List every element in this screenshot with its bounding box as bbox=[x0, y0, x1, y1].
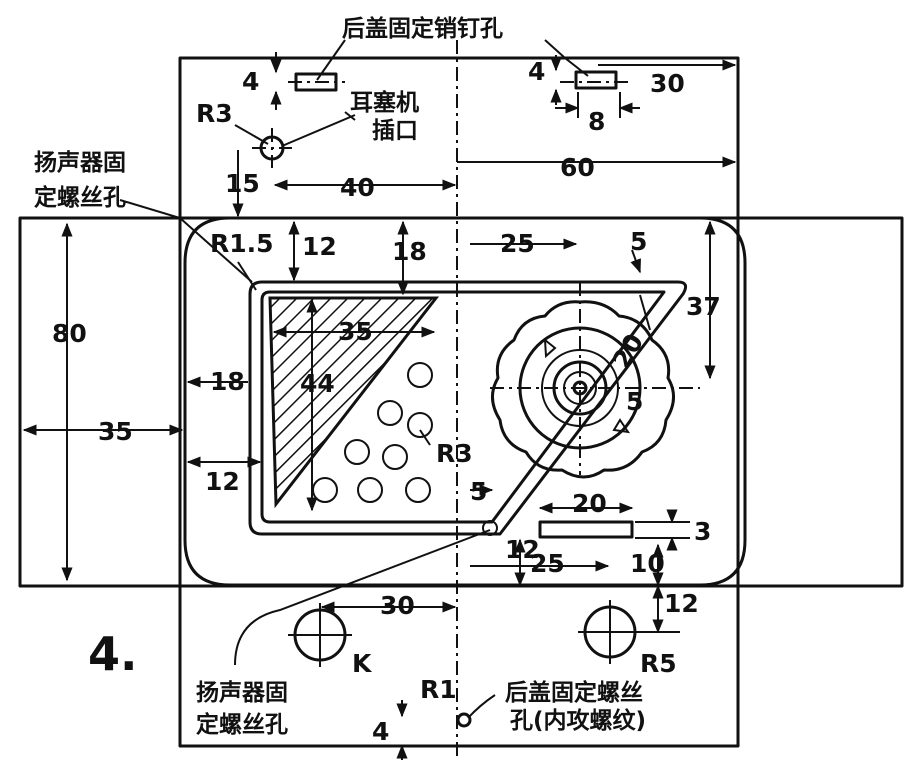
annotation-labels: 后盖固定销钉孔 耳塞机 插口 扬声器固 定螺丝孔 K 扬声器固 定螺丝孔 后盖固… bbox=[34, 15, 646, 738]
dim-5-top: 5 bbox=[630, 227, 647, 256]
label-speaker-holes-top-1: 扬声器固 bbox=[34, 149, 126, 176]
dim-25-bottom: 25 bbox=[530, 549, 565, 578]
dim-r5: R5 bbox=[640, 649, 677, 678]
pin-hole-right bbox=[574, 70, 618, 90]
dim-30-top: 30 bbox=[650, 69, 685, 98]
dim-37: 37 bbox=[686, 292, 721, 321]
sound-hole bbox=[344, 439, 370, 465]
dim-4-bottom: 4 bbox=[372, 717, 389, 746]
dim-18-top: 18 bbox=[392, 237, 427, 266]
back-panel-outline bbox=[178, 56, 740, 748]
leader-lines bbox=[119, 39, 589, 719]
dimension-texts: 4 4 30 8 R3 60 15 40 R1.5 12 18 25 5 37 … bbox=[52, 57, 721, 746]
pin-hole-left bbox=[294, 72, 338, 92]
dim-8: 8 bbox=[588, 107, 605, 136]
speaker-outer-outline bbox=[248, 280, 688, 536]
front-case-outline bbox=[183, 216, 747, 587]
dim-10: 10 bbox=[630, 549, 665, 578]
dim-18-left: 18 bbox=[210, 367, 245, 396]
dim-5-bottom: 5 bbox=[470, 477, 487, 506]
slot bbox=[538, 520, 634, 539]
sound-hole bbox=[382, 444, 408, 470]
sound-hole bbox=[357, 477, 383, 503]
label-earphone-jack-1: 耳塞机 bbox=[350, 89, 419, 116]
sound-holes bbox=[312, 362, 433, 503]
jack-and-pins bbox=[259, 70, 618, 161]
dim-5-knob: 5 bbox=[626, 387, 643, 416]
label-cover-screw-2: 孔(内攻螺纹) bbox=[510, 707, 646, 734]
sound-hole bbox=[377, 400, 403, 426]
dimension-lines bbox=[22, 52, 737, 760]
sound-hole bbox=[312, 477, 338, 503]
dim-30-bottom: 30 bbox=[380, 591, 415, 620]
dim-r15: R1.5 bbox=[210, 229, 274, 258]
dim-20-slot: 20 bbox=[572, 489, 607, 518]
label-cover-screw-1: 后盖固定螺丝 bbox=[505, 679, 643, 706]
panel-outlines bbox=[18, 56, 904, 748]
earphone-jack-hole bbox=[259, 135, 285, 161]
figure-number: 4. bbox=[88, 627, 137, 681]
label-speaker-holes-top-2: 定螺丝孔 bbox=[34, 184, 126, 211]
dim-35-left: 35 bbox=[98, 417, 133, 446]
dim-r3-jack: R3 bbox=[196, 99, 233, 128]
dim-r3-holes: R3 bbox=[436, 439, 473, 468]
dim-4-right: 4 bbox=[528, 57, 545, 86]
sound-hole bbox=[407, 412, 433, 438]
dim-80: 80 bbox=[52, 319, 87, 348]
label-knob-k: K bbox=[352, 649, 373, 678]
knob-scalloped-edge bbox=[491, 300, 675, 479]
tuning-knob bbox=[491, 300, 675, 479]
dim-12-mid: 12 bbox=[505, 535, 540, 564]
dim-25-top: 25 bbox=[500, 229, 535, 258]
dim-12-top: 12 bbox=[302, 232, 337, 261]
sound-hole bbox=[405, 477, 431, 503]
case-wide-outline bbox=[18, 216, 904, 588]
dim-12-right: 12 bbox=[664, 589, 699, 618]
label-speaker-holes-bottom-1: 扬声器固 bbox=[196, 679, 288, 706]
dim-20-knob: 20 bbox=[607, 329, 650, 374]
dim-3: 3 bbox=[694, 517, 711, 546]
dim-35-inner: 35 bbox=[338, 317, 373, 346]
sound-hole bbox=[407, 362, 433, 388]
label-cover-pin-holes: 后盖固定销钉孔 bbox=[342, 15, 503, 42]
speaker-inner-outline bbox=[260, 290, 666, 524]
cover-screw-hole bbox=[456, 712, 472, 728]
dim-15: 15 bbox=[225, 169, 260, 198]
dim-r1: R1 bbox=[420, 675, 457, 704]
dim-40: 40 bbox=[340, 173, 375, 202]
label-speaker-holes-bottom-2: 定螺丝孔 bbox=[196, 711, 288, 738]
corner-screw-hole bbox=[482, 520, 498, 536]
dim-60: 60 bbox=[560, 153, 595, 182]
dim-44: 44 bbox=[300, 369, 335, 398]
dim-4-left: 4 bbox=[242, 67, 259, 96]
label-earphone-jack-2: 插口 bbox=[372, 118, 418, 144]
dim-12-left: 12 bbox=[205, 467, 240, 496]
